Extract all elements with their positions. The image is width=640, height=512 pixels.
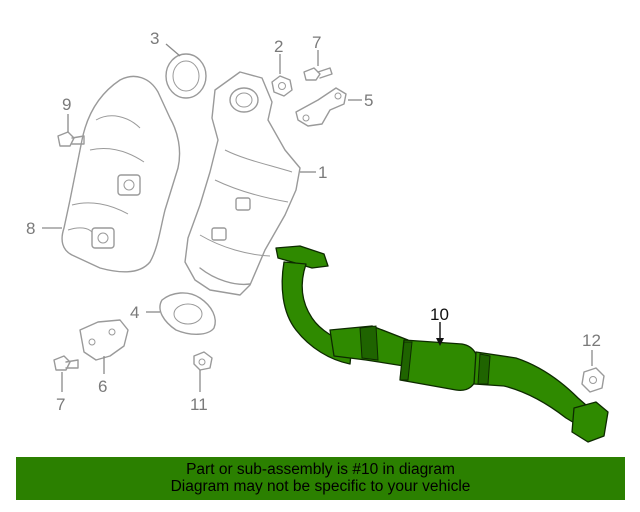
- ring-gasket-part-3: [165, 53, 207, 99]
- callout-6: 6: [98, 377, 107, 396]
- bracket-part-5: [295, 87, 347, 127]
- bolt-part-7-bottom: [53, 355, 79, 371]
- bolt-part-7-top: [303, 67, 333, 81]
- nut-part-11: [193, 351, 213, 371]
- callout-8: 8: [26, 219, 35, 238]
- banner-line-1: Part or sub-assembly is #10 in diagram: [186, 461, 455, 478]
- callout-2: 2: [274, 37, 283, 56]
- catalytic-converter-part-1: [184, 71, 301, 296]
- nut-part-2: [271, 75, 293, 97]
- callout-12: 12: [582, 331, 601, 350]
- part-info-banner: Part or sub-assembly is #10 in diagram D…: [16, 457, 625, 500]
- callout-7-top: 7: [312, 33, 321, 52]
- bolt-part-9: [57, 131, 85, 147]
- flange-gasket-part-4: [159, 292, 216, 335]
- callout-4: 4: [130, 303, 139, 322]
- heat-shield-part-8: [61, 75, 181, 273]
- callout-1: 1: [318, 163, 327, 182]
- gasket-part-12: [581, 367, 605, 393]
- callout-5: 5: [364, 91, 373, 110]
- exhaust-pipe-part-10[interactable]: [275, 245, 609, 443]
- banner-line-2: Diagram may not be specific to your vehi…: [170, 478, 471, 495]
- callout-3: 3: [150, 29, 159, 48]
- callout-10: 10: [430, 305, 449, 324]
- callout-7-bottom: 7: [56, 395, 65, 414]
- bracket-part-6: [79, 319, 129, 361]
- callout-9: 9: [62, 95, 71, 114]
- parts-diagram: 3 2 7 5 1 9 8 4 6 7 11 12 10: [26, 29, 609, 443]
- callout-11: 11: [190, 395, 208, 414]
